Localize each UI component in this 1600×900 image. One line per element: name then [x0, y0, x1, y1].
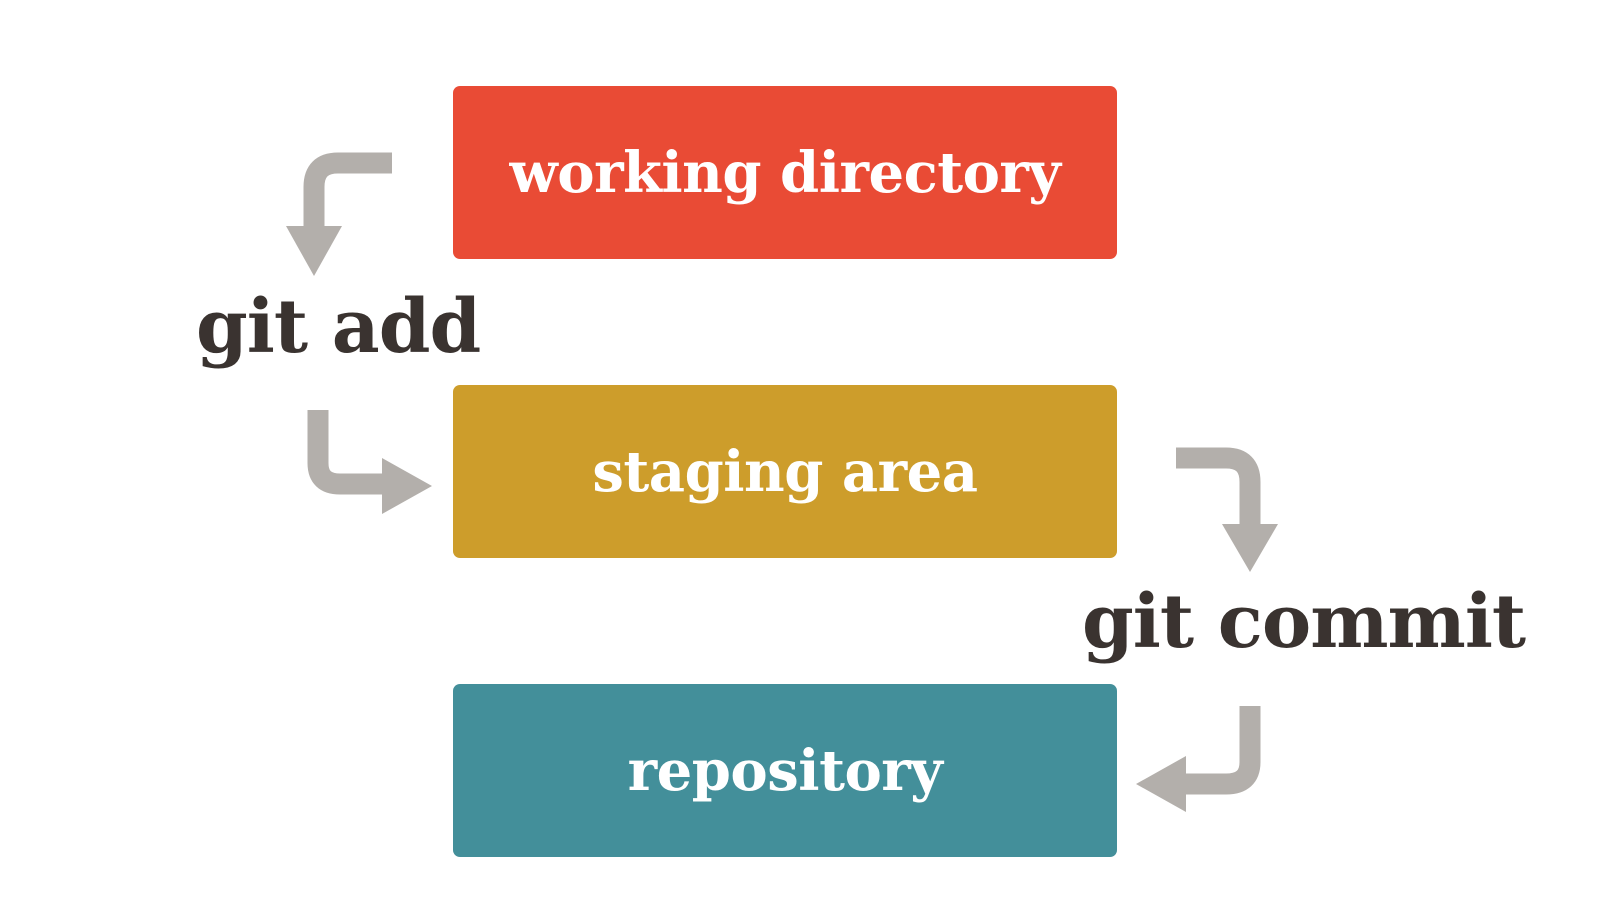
arrow-to-repository-icon	[1136, 706, 1261, 812]
repository-label: repository	[627, 737, 943, 804]
arrow-to-staging-icon	[307, 410, 432, 514]
staging-area-box: staging area	[453, 385, 1117, 558]
staging-area-label: staging area	[592, 438, 978, 505]
repository-box: repository	[453, 684, 1117, 857]
git-add-command: git add	[196, 284, 481, 370]
arrow-to-git-commit-icon	[1176, 447, 1278, 572]
git-commit-command: git commit	[1082, 579, 1526, 665]
working-directory-box: working directory	[453, 86, 1117, 259]
working-directory-label: working directory	[509, 139, 1061, 206]
arrow-to-git-add-icon	[286, 152, 392, 276]
